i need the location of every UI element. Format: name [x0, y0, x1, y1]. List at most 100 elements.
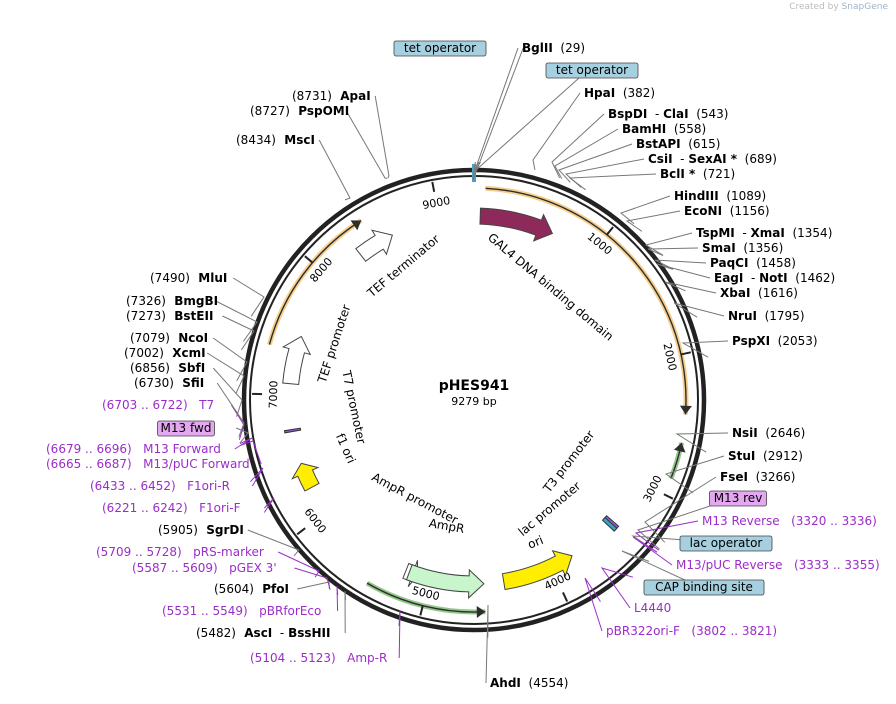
- enzyme-site-bcli[interactable]: BclI * (721): [660, 167, 735, 181]
- leader-line: [621, 550, 701, 588]
- feature-box-bg: [679, 535, 773, 552]
- primer-label-5709-5728[interactable]: (5709 .. 5728) pRS-marker: [96, 545, 264, 559]
- enzyme-site-econi[interactable]: EcoNI (1156): [684, 204, 770, 218]
- f1-ori-feature-arrow[interactable]: [291, 462, 320, 492]
- leader-line: [644, 232, 693, 256]
- enzyme-site-stui[interactable]: StuI (2912): [728, 449, 803, 463]
- enzyme-site-asci[interactable]: (5482) AscI - BssHII: [196, 626, 330, 640]
- enzyme-site-bsteii[interactable]: (7273) BstEII: [126, 309, 213, 323]
- label-segment: MluI: [190, 271, 227, 285]
- label-segment: ClaI: [663, 107, 688, 121]
- label-segment: (1156): [722, 204, 770, 218]
- feature-box-tet-operator[interactable]: tet operator: [393, 40, 487, 57]
- ori-feature-arrow[interactable]: [501, 549, 573, 591]
- leader-line: [472, 47, 524, 181]
- primer-label-6433-6452[interactable]: (6433 .. 6452) F1ori-R: [90, 479, 230, 493]
- feature-box-cap-binding-site[interactable]: CAP binding site: [643, 579, 765, 596]
- lac-promoter-feature[interactable]: [601, 516, 618, 532]
- primer-label-5104-5123[interactable]: (5104 .. 5123) Amp-R: [250, 651, 387, 665]
- enzyme-site-hindiii[interactable]: HindIII (1089): [674, 189, 766, 203]
- label-segment: BmgBI: [166, 294, 218, 308]
- enzyme-site-msci[interactable]: (8434) MscI: [236, 133, 315, 147]
- enzyme-site-tspmi[interactable]: TspMI - XmaI (1354): [696, 226, 832, 240]
- enzyme-site-smai[interactable]: SmaI (1356): [702, 241, 783, 255]
- enzyme-site-fsei[interactable]: FseI (3266): [720, 470, 795, 484]
- label-text: NsiI (2646): [732, 426, 805, 440]
- enzyme-site-pspomi[interactable]: (8727) PspOMI: [250, 104, 349, 118]
- primer-label-6679-6696[interactable]: (6679 .. 6696) M13 Forward: [46, 442, 221, 456]
- primer-label-6665-6687[interactable]: (6665 .. 6687) M13/pUC Forward: [46, 457, 250, 471]
- label-segment: (1089): [719, 189, 767, 203]
- feature-arrows[interactable]: [281, 164, 620, 600]
- primer-label-6703-6722[interactable]: (6703 .. 6722) T7: [102, 398, 214, 412]
- leader-line: [236, 427, 249, 444]
- label-text: pBR322ori-F (3802 .. 3821): [606, 624, 777, 638]
- enzyme-site-pspxi[interactable]: PspXI (2053): [732, 334, 818, 348]
- feature-box-m13-fwd[interactable]: M13 fwd: [157, 420, 215, 437]
- feature-box-m13-rev[interactable]: M13 rev: [709, 490, 767, 507]
- enzyme-site-mlui[interactable]: (7490) MluI: [150, 271, 227, 285]
- label-text: (5604) PfoI: [214, 582, 289, 596]
- tef-promoter-feature-arrow[interactable]: [281, 335, 312, 385]
- primer-label-m13-reverse[interactable]: M13 Reverse (3320 .. 3336): [702, 514, 877, 528]
- tef-orf-orf-arc: [268, 219, 362, 345]
- label-segment: HindIII: [674, 189, 719, 203]
- enzyme-site-sbfi[interactable]: (6856) SbfI: [130, 361, 205, 375]
- leader-line: [673, 302, 725, 318]
- t7-promoter-feature[interactable]: [283, 427, 302, 434]
- enzyme-site-csii[interactable]: CsiI - SexAI * (689): [648, 152, 777, 166]
- gal4-dna-binding-domain-feature-arrow[interactable]: [479, 207, 554, 242]
- primer-label-pbr322ori-f[interactable]: pBR322ori-F (3802 .. 3821): [606, 624, 777, 638]
- label-text: (6679 .. 6696) M13 Forward: [46, 442, 221, 456]
- ampr-feature-arrow[interactable]: [405, 564, 485, 600]
- enzyme-site-xcmi[interactable]: (7002) XcmI: [124, 346, 206, 360]
- label-segment: (2912): [755, 449, 803, 463]
- feature-box-bg: [393, 40, 487, 57]
- label-segment: (615): [681, 137, 721, 151]
- enzyme-site-bstapi[interactable]: BstAPI (615): [636, 137, 720, 151]
- label-segment: SmaI: [702, 241, 736, 255]
- enzyme-site-ahdi[interactable]: AhdI (4554): [490, 676, 568, 690]
- enzyme-site-paqci[interactable]: PaqCI (1458): [710, 256, 796, 270]
- enzyme-site-bspdi[interactable]: BspDI - ClaI (543): [608, 107, 728, 121]
- feature-box-lac-operator[interactable]: lac operator: [679, 535, 773, 552]
- leader-line: [532, 92, 581, 170]
- tef-terminator-feature-arrow[interactable]: [355, 229, 393, 262]
- enzyme-site-nsii[interactable]: NsiI (2646): [732, 426, 805, 440]
- label-segment: NruI: [728, 309, 757, 323]
- enzyme-site-sgrdi[interactable]: (5905) SgrDI: [158, 523, 244, 537]
- enzyme-site-ncoi[interactable]: (7079) NcoI: [130, 331, 208, 345]
- label-text: FseI (3266): [720, 470, 795, 484]
- enzyme-site-bglii[interactable]: BglII (29): [522, 41, 585, 55]
- label-segment: BglII: [522, 41, 553, 55]
- label-segment: pGEX 3': [218, 561, 277, 575]
- label-text: EagI - NotI (1462): [714, 271, 835, 285]
- primer-label-5587-5609[interactable]: (5587 .. 5609) pGEX 3': [132, 561, 277, 575]
- label-segment: BstAPI: [636, 137, 681, 151]
- primer-label-l4440[interactable]: L4440: [634, 601, 671, 615]
- label-segment: -: [647, 107, 663, 121]
- leader-line: [212, 337, 248, 381]
- enzyme-site-apai[interactable]: (8731) ApaI: [292, 89, 371, 103]
- enzyme-site-nrui[interactable]: NruI (1795): [728, 309, 805, 323]
- feature-box-tet-operator[interactable]: tet operator: [545, 62, 639, 79]
- enzyme-site-sfii[interactable]: (6730) SfiI: [134, 376, 204, 390]
- feature-box-bg: [709, 490, 767, 507]
- gal4-orf-orf-arc: [485, 187, 687, 415]
- enzyme-site-bamhi[interactable]: BamHI (558): [622, 122, 706, 136]
- primer-label-m13-puc-reverse[interactable]: M13/pUC Reverse (3333 .. 3355): [676, 558, 880, 572]
- primer-label-5531-5549[interactable]: (5531 .. 5549) pBRforEco: [162, 604, 321, 618]
- label-segment: (5587 .. 5609): [132, 561, 218, 575]
- ruler-tick: [680, 351, 692, 356]
- enzyme-site-bmgbi[interactable]: (7326) BmgBI: [126, 294, 218, 308]
- label-segment: (721): [695, 167, 735, 181]
- primer-label-6221-6242[interactable]: (6221 .. 6242) F1ori-F: [102, 501, 241, 515]
- enzyme-site-hpai[interactable]: HpaI (382): [584, 86, 655, 100]
- enzyme-site-eagi[interactable]: EagI - NotI (1462): [714, 271, 835, 285]
- enzyme-site-xbai[interactable]: XbaI (1616): [720, 286, 798, 300]
- enzyme-site-pfoi[interactable]: (5604) PfoI: [214, 582, 289, 596]
- feature-box-text: tet operator: [556, 63, 628, 77]
- label-segment: (543): [689, 107, 729, 121]
